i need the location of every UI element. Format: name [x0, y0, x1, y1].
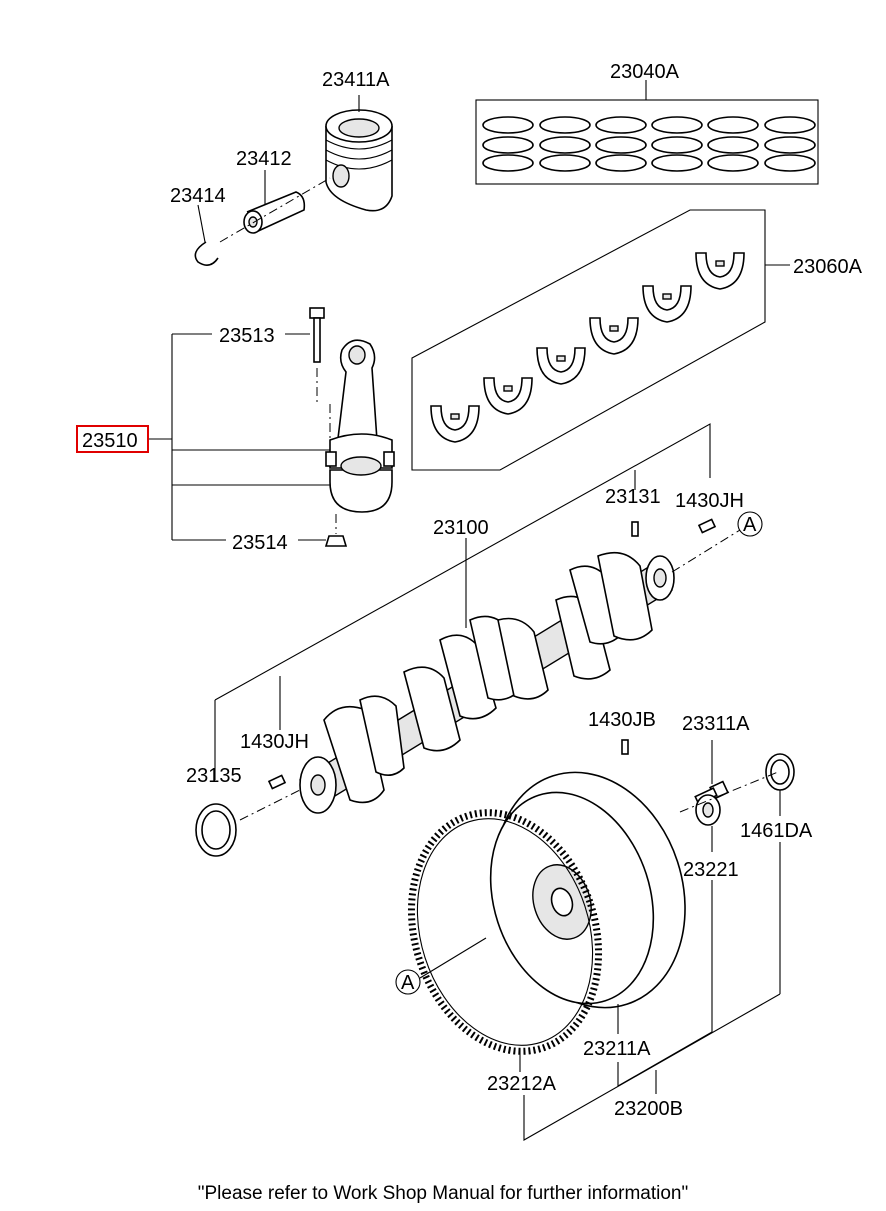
label-23221[interactable]: 23221: [683, 859, 739, 881]
reference-marker-a-bottom: A: [401, 972, 415, 994]
main-bearing-box: [411, 209, 766, 471]
pin-1430JH-top-drawing: [697, 518, 717, 534]
label-23311A[interactable]: 23311A: [682, 713, 750, 735]
label-23211A[interactable]: 23211A: [583, 1038, 651, 1060]
label-23412[interactable]: 23412: [236, 148, 292, 170]
pilot-bearing-drawing: [695, 794, 721, 826]
label-1430JH-top[interactable]: 1430JH: [675, 490, 744, 512]
label-1430JB[interactable]: 1430JB: [588, 709, 656, 731]
label-23414[interactable]: 23414: [170, 185, 226, 207]
piston-ring-sets: [482, 116, 816, 172]
label-1461DA[interactable]: 1461DA: [740, 820, 813, 842]
pin-23131-drawing: [631, 521, 639, 537]
label-23513[interactable]: 23513: [219, 325, 275, 347]
reference-marker-a-top-circle: [737, 511, 763, 537]
label-23212A[interactable]: 23212A: [487, 1073, 557, 1095]
ring-set-box: [475, 99, 819, 185]
piston-pin-drawing: [243, 191, 306, 234]
label-23100[interactable]: 23100: [433, 517, 489, 539]
highlight-box-23510: [76, 425, 149, 453]
bracket-23510: [148, 333, 330, 541]
label-23200B[interactable]: 23200B: [614, 1098, 683, 1120]
label-1430JH-left[interactable]: 1430JH: [240, 731, 309, 753]
label-23411A[interactable]: 23411A: [322, 69, 390, 91]
seal-1461DA-drawing: [765, 753, 795, 791]
rear-seal-drawing: [195, 803, 237, 857]
label-23131[interactable]: 23131: [605, 486, 661, 508]
crank-group-line: [214, 423, 711, 701]
piston-drawing: [325, 109, 393, 212]
pin-1430JB-drawing: [621, 739, 629, 755]
label-23514[interactable]: 23514: [232, 532, 288, 554]
rod-nut-drawing: [324, 535, 348, 547]
ring-gear-drawing: [407, 809, 603, 1055]
label-23060A[interactable]: 23060A: [793, 256, 863, 278]
flywheel-group-line: [523, 993, 781, 1141]
crankshaft-drawing: [299, 551, 675, 814]
flywheel-drawing: [489, 771, 686, 1009]
label-23510[interactable]: 23510: [82, 430, 138, 452]
label-23135[interactable]: 23135: [186, 765, 242, 787]
reference-marker-a-top: A: [743, 514, 757, 536]
main-bearing-shells: [430, 252, 745, 443]
pin-1430JH-left-drawing: [267, 774, 287, 790]
rod-bolt-drawing: [309, 307, 325, 363]
connecting-rod-drawing: [325, 339, 395, 513]
leader-23414: [197, 204, 206, 243]
label-23040A[interactable]: 23040A: [610, 61, 680, 83]
snap-ring-drawing: [194, 241, 219, 266]
footer-note: "Please refer to Work Shop Manual for fu…: [198, 1183, 688, 1204]
reference-marker-a-bottom-circle: [395, 969, 421, 995]
